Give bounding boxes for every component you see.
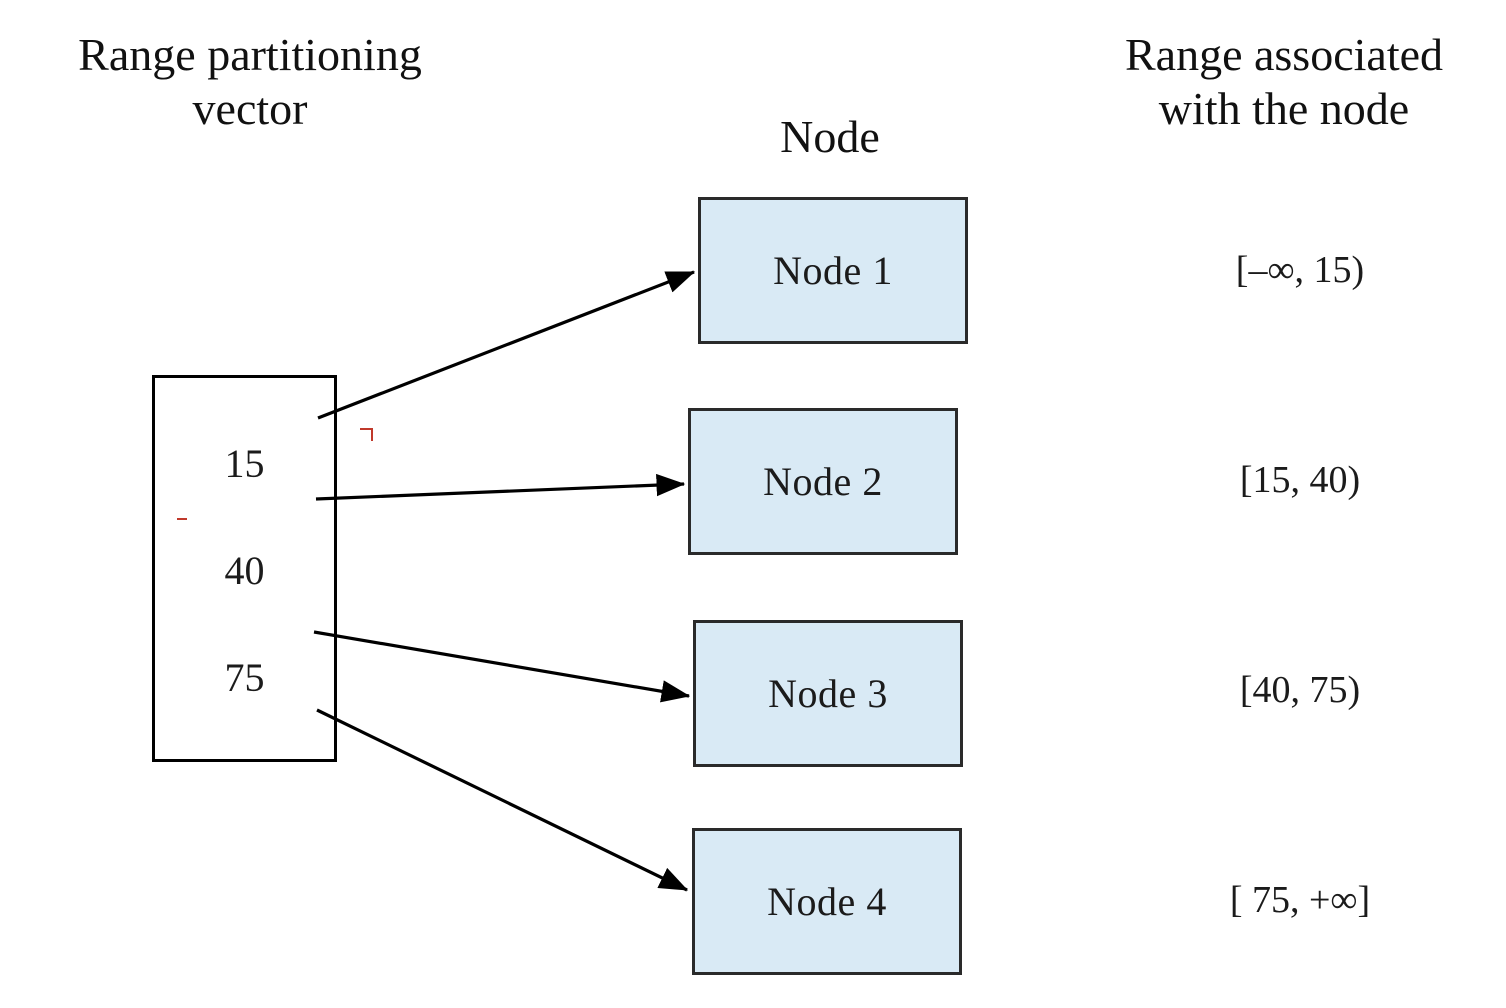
node-box-2: Node 2 [688, 408, 958, 555]
arrow-vector-to-node-4 [316, 708, 689, 892]
stray-mark-corner [360, 428, 373, 441]
node-label-3: Node 3 [768, 671, 888, 716]
node-box-4: Node 4 [692, 828, 962, 975]
node-box-1: Node 1 [698, 197, 968, 344]
arrow-vector-to-node-2 [315, 473, 686, 501]
heading-node: Node [780, 111, 880, 162]
partitioning-vector-box [152, 375, 337, 762]
partitioning-vector-value-2: 75 [224, 655, 265, 700]
node-box-3: Node 3 [693, 620, 963, 767]
node-label-2: Node 2 [763, 459, 883, 504]
heading-range-partitioning-vector: Range partitioning vector [78, 29, 422, 135]
stray-mark-dash [177, 518, 187, 520]
arrow-vector-to-node-1 [317, 270, 696, 420]
node-label-4: Node 4 [767, 879, 887, 924]
range-label-node-3: [40, 75) [1239, 669, 1361, 711]
node-label-1: Node 1 [773, 248, 893, 293]
partitioning-vector-value-1: 40 [224, 548, 265, 593]
partitioning-vector-value-0: 15 [224, 441, 265, 486]
arrow-group [313, 270, 696, 892]
range-label-node-1: [–∞, 15) [1235, 249, 1365, 291]
range-label-node-4: [ 75, +∞] [1229, 879, 1371, 921]
range-label-node-2: [15, 40) [1239, 459, 1361, 501]
arrow-vector-to-node-3 [313, 630, 691, 703]
heading-range-associated-with-the-node: Range associated with the node [1124, 29, 1444, 135]
